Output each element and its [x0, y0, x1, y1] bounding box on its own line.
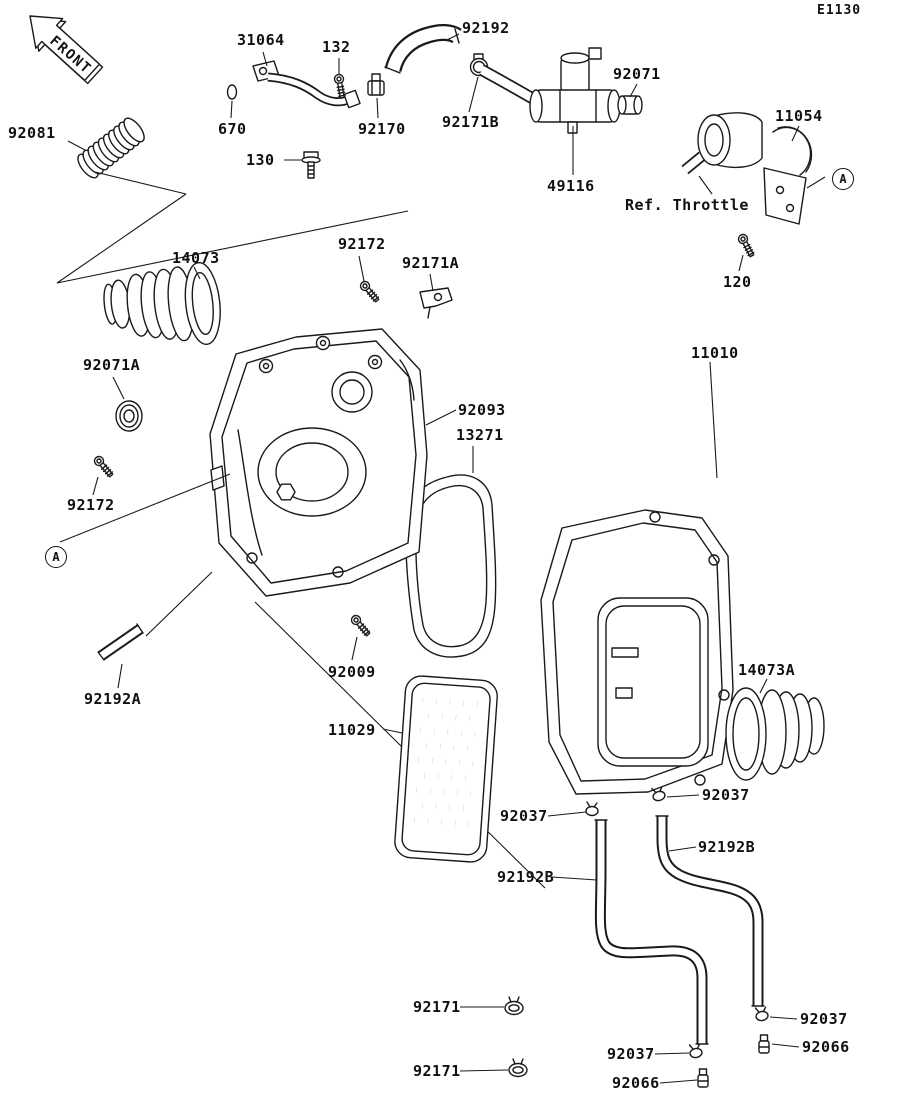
part-label-ref-throttle: Ref. Throttle — [625, 196, 749, 214]
part-label-92037: 92037 — [702, 786, 750, 804]
part-92170-clamp — [367, 73, 385, 96]
part-label-92066: 92066 — [612, 1074, 660, 1092]
part-label-92192: 92192 — [462, 19, 510, 37]
part-label-31064: 31064 — [237, 31, 285, 49]
part-label-92171: 92171 — [413, 1062, 461, 1080]
part-14073a-duct — [725, 687, 825, 781]
part-92192b-hose-left — [594, 819, 709, 1045]
part-49116-valve — [479, 47, 621, 134]
part-label-92171a: 92171A — [402, 254, 460, 272]
part-670-oring — [226, 84, 238, 100]
part-label-130: 130 — [246, 151, 275, 169]
part-label-92071a: 92071A — [83, 356, 141, 374]
page-code: E1130 — [817, 3, 862, 18]
part-92066-plug-a — [697, 1068, 709, 1088]
part-14073-duct — [103, 261, 221, 346]
part-label-92009: 92009 — [328, 663, 376, 681]
part-label-11029: 11029 — [328, 721, 376, 739]
front-arrow-icon: FRONT — [29, 15, 104, 85]
part-92071a-grommet — [115, 400, 143, 432]
part-92171a-bracket — [419, 287, 453, 319]
ref-marker-a-left: A — [45, 546, 67, 568]
part-92192a-hose — [97, 623, 144, 661]
part-92066-plug-b — [758, 1034, 770, 1054]
part-92192b-hose-right — [655, 815, 765, 1007]
part-label-11054: 11054 — [775, 107, 823, 125]
part-label-92037: 92037 — [500, 807, 548, 825]
part-label-92071: 92071 — [613, 65, 661, 83]
part-92037-clamp-a — [585, 801, 599, 817]
part-92172-screw-top — [357, 278, 382, 305]
part-120-screw — [736, 232, 757, 259]
part-label-92170: 92170 — [358, 120, 406, 138]
part-92009-screw — [348, 612, 373, 639]
part-label-92066: 92066 — [802, 1038, 850, 1056]
part-130-bolt — [301, 151, 321, 179]
part-label-92172: 92172 — [67, 496, 115, 514]
part-label-92081: 92081 — [8, 124, 56, 142]
part-label-92192b: 92192B — [698, 838, 756, 856]
part-92037-clamp-c — [687, 1042, 704, 1060]
part-label-92192a: 92192A — [84, 690, 142, 708]
part-132-bolt — [333, 73, 348, 100]
part-92171-clamp-b — [508, 1058, 528, 1078]
ref-marker-a-right: A — [832, 168, 854, 190]
part-92172-screw-left — [91, 453, 116, 480]
part-label-92192b: 92192B — [497, 868, 555, 886]
part-ref-throttle-duct — [681, 112, 763, 175]
part-air-cleaner-housing — [209, 328, 428, 597]
part-label-92171: 92171 — [413, 998, 461, 1016]
part-92171-clamp-a — [504, 996, 524, 1016]
part-92081-spiral-hose — [77, 117, 145, 179]
part-label-49116: 49116 — [547, 177, 595, 195]
part-air-cleaner-cover — [540, 509, 734, 795]
part-label-13271: 13271 — [456, 426, 504, 444]
part-label-132: 132 — [322, 38, 351, 56]
part-92037-clamp-d — [753, 1005, 770, 1023]
part-label-11010: 11010 — [691, 344, 739, 362]
part-label-92093: 92093 — [458, 401, 506, 419]
leader-lines — [59, 33, 826, 1084]
part-92071-fitting — [617, 95, 643, 115]
part-11054-holder — [763, 126, 813, 225]
part-label-92037: 92037 — [800, 1010, 848, 1028]
construction-lines — [56, 193, 546, 889]
part-label-92171b: 92171B — [442, 113, 500, 131]
part-label-120: 120 — [723, 273, 752, 291]
part-92192-elbow-hose — [384, 24, 462, 74]
part-label-14073a: 14073A — [738, 661, 796, 679]
part-11029-element — [394, 675, 498, 863]
part-31064-pipe — [252, 60, 361, 109]
part-label-14073: 14073 — [172, 249, 220, 267]
part-label-670: 670 — [218, 120, 247, 138]
part-label-92172: 92172 — [338, 235, 386, 253]
part-label-92037: 92037 — [607, 1045, 655, 1063]
